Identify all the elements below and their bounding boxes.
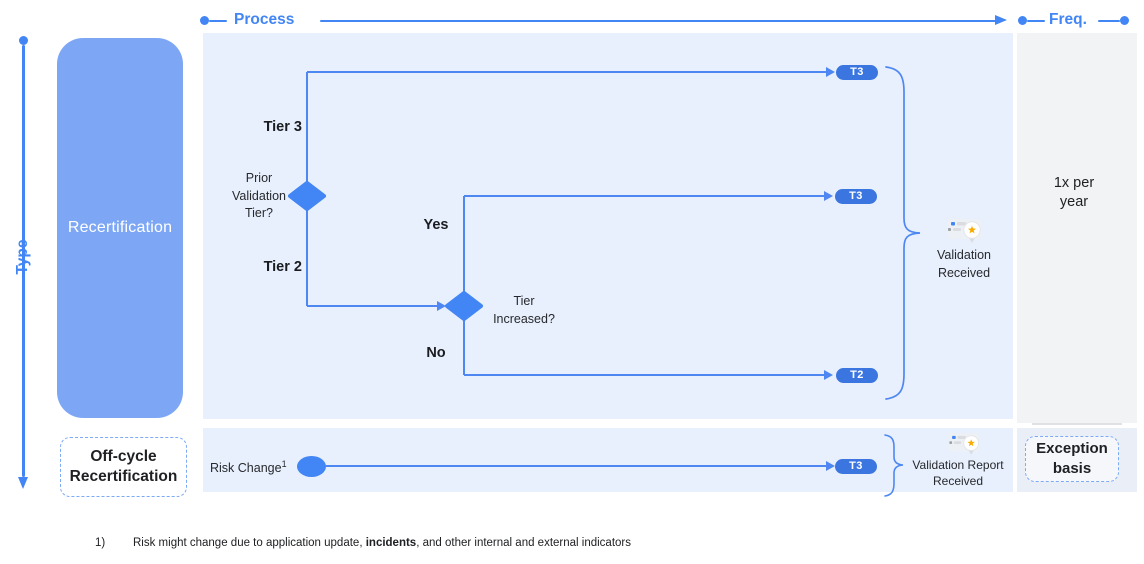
type-axis-label: Type <box>14 239 31 275</box>
frequency-recertification: 1x per year <box>1053 175 1095 210</box>
decision2-diamond-icon <box>445 291 483 321</box>
type-axis-arrowhead <box>17 477 28 489</box>
brace-validation-report <box>884 434 904 497</box>
no-branch-label: No <box>426 345 446 361</box>
process-axis-label: Process <box>234 11 295 28</box>
arrowhead-no-branch <box>824 370 833 380</box>
arrowhead-yes-branch <box>824 191 833 201</box>
validation-report-certificate-icon <box>948 433 980 455</box>
recertification-label: Recertification <box>67 219 173 236</box>
decision1-label: Prior Validation Tier? <box>232 171 286 220</box>
outcome-pill-t3-yes: T3 <box>835 188 877 204</box>
connector-risk-change <box>326 465 826 467</box>
brace-validation-received <box>885 66 921 400</box>
freq-axis-segment-right <box>1098 19 1120 22</box>
freq-axis-segment-left <box>1027 19 1045 22</box>
outcome-pill-t3-top: T3 <box>836 64 878 80</box>
process-axis-start-dot <box>200 16 209 25</box>
connector-no-branch <box>464 374 824 376</box>
connector-diamond2-down <box>463 320 465 375</box>
decision1-diamond-icon <box>288 181 326 211</box>
freq-panel-top <box>1017 33 1137 423</box>
validation-received-label: Validation Received <box>937 248 991 280</box>
arrowhead-to-decision2 <box>437 301 446 311</box>
freq-axis-label: Freq. <box>1049 11 1087 28</box>
tier3-branch-label: Tier 3 <box>263 119 302 135</box>
row-header-off-cycle: Off-cycle Recertification <box>60 437 187 497</box>
arrowhead-tier3-branch <box>826 67 835 77</box>
process-panel-off-cycle <box>203 428 1013 492</box>
decision2-label: Tier Increased? <box>493 294 555 326</box>
type-axis-start-dot <box>19 36 28 45</box>
freq-axis-end-dot <box>1120 16 1129 25</box>
connector-diamond1-up <box>306 72 308 182</box>
risk-change-label: Risk Change1 <box>210 459 287 476</box>
type-axis-line <box>22 45 25 477</box>
risk-change-start-node <box>297 455 326 477</box>
row-header-recertification: Recertification <box>57 38 183 418</box>
process-panel-recertification <box>203 33 1013 419</box>
frequency-off-cycle: Exception basis <box>1025 436 1119 482</box>
tier2-branch-label: Tier 2 <box>263 259 302 275</box>
validation-received-certificate-icon <box>947 219 981 243</box>
connector-diamond1-down <box>306 210 308 306</box>
process-axis-segment <box>209 19 227 22</box>
off-cycle-label-line2: Recertification <box>69 468 178 485</box>
footnote-text: Risk might change due to application upd… <box>133 537 632 549</box>
connector-yes-branch <box>464 195 824 197</box>
outcome-pill-t2-no: T2 <box>836 367 878 383</box>
connector-diamond2-up <box>463 196 465 293</box>
outcome-pill-t3-off-cycle: T3 <box>835 458 877 474</box>
risk-change-footnote-marker: 1 <box>281 459 287 469</box>
footnote-marker: 1) <box>95 537 106 549</box>
freq-axis-left-dot <box>1018 16 1027 25</box>
connector-tier3-branch <box>307 71 826 73</box>
validation-report-label: Validation Report Received <box>912 458 1004 488</box>
process-axis-line <box>320 19 996 22</box>
connector-to-decision2 <box>307 305 437 307</box>
yes-branch-label: Yes <box>423 217 449 233</box>
off-cycle-label-line1: Off-cycle <box>90 448 157 465</box>
freq-panel-divider <box>1032 423 1122 425</box>
arrowhead-risk-change <box>826 461 835 471</box>
process-axis-arrowhead <box>995 15 1007 25</box>
